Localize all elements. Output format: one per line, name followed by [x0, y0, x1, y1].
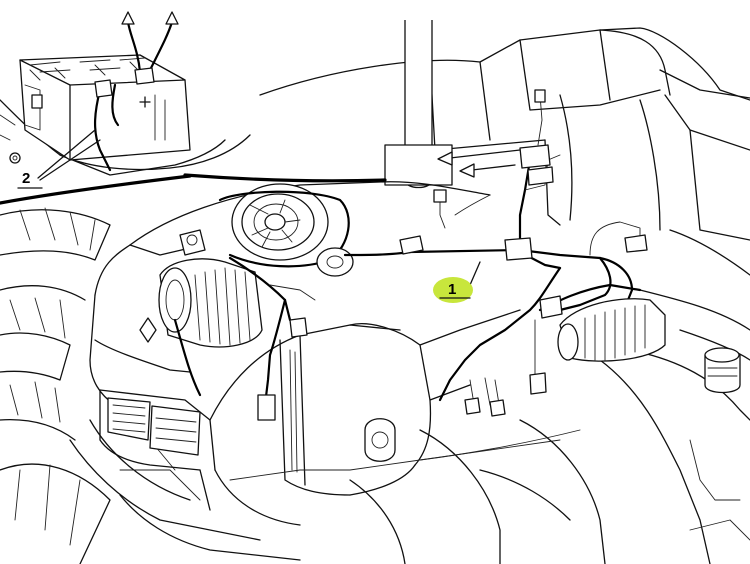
engine-block: [89, 181, 581, 526]
plus-sign: [139, 96, 151, 108]
engine-wires: [173, 256, 316, 421]
left-tire: [0, 207, 111, 564]
exhaust-pipe: [384, 20, 453, 189]
callout-2-label: 2: [22, 170, 30, 187]
callout-1-highlight: [433, 277, 473, 303]
flow-arrows: [437, 149, 521, 178]
front-axle: [69, 419, 301, 561]
wiring-harness: [343, 89, 666, 417]
callout-2: 2: [17, 170, 43, 189]
arrow-up-icon: [121, 11, 135, 25]
cab-structure: [259, 27, 750, 241]
callout-1: 1: [433, 277, 473, 303]
battery-inset: [0, 11, 387, 205]
callout-1-leader: [469, 261, 481, 286]
right-fender: [349, 229, 750, 564]
brand-logo: [139, 317, 157, 343]
callout-2-leader: [37, 129, 96, 179]
callout-1-label: 1: [448, 281, 456, 298]
arrow-up-icon: [165, 11, 179, 25]
air-filter: [158, 229, 263, 348]
filler-cap: [704, 347, 741, 394]
alternator: [218, 183, 354, 277]
